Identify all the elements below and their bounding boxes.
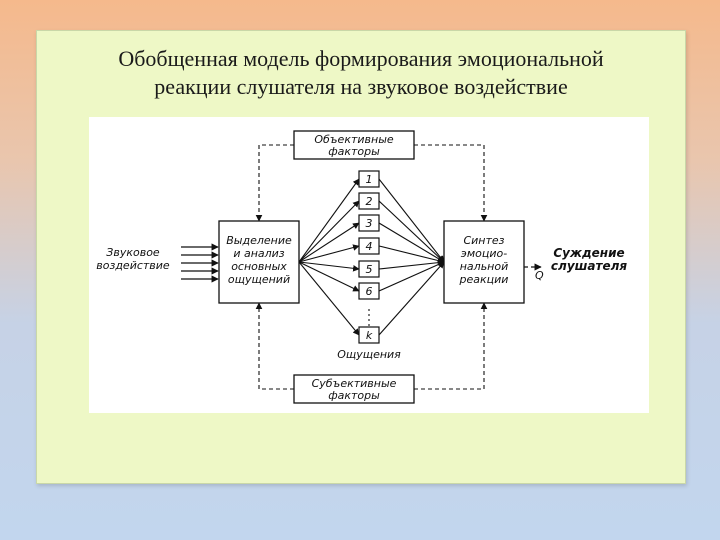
slide-title-line-2: реакции слушателя на звуковое воздействи… — [154, 74, 568, 99]
objective-factors-line-2: факторы — [328, 145, 380, 158]
input-label-line-1: Звуковое — [106, 246, 160, 259]
sensation-box — [358, 260, 380, 278]
dashed-feedback-lines — [255, 144, 488, 390]
synthesis-line-4: реакции — [459, 273, 509, 286]
slide-title-line-1: Обобщенная модель формирования эмоционал… — [118, 46, 604, 71]
fan-line-out — [378, 261, 445, 292]
analysis-line-1: Выделение — [226, 234, 292, 247]
fan-line-in — [298, 200, 360, 263]
analysis-line-4: ощущений — [228, 273, 290, 286]
output-label-line-1: Суждение — [553, 246, 624, 260]
subjective-factors-line-1: Субъективные — [312, 377, 397, 390]
slide-panel: Обобщенная модель формирования эмоционал… — [36, 30, 686, 484]
fan-line-in — [298, 244, 360, 263]
sensation-box — [358, 170, 380, 188]
sensation-label: 2 — [366, 195, 373, 208]
objective-factors-line-1: Объективные — [314, 133, 394, 146]
synthesis-line-1: Синтез — [463, 234, 504, 247]
sensation-box — [358, 237, 380, 255]
subjective-factors-line-2: факторы — [328, 389, 380, 402]
fan-line-out — [378, 222, 445, 263]
fan-line-out — [378, 259, 445, 270]
fan-line-in — [298, 261, 360, 272]
fan-line-in — [298, 261, 360, 336]
sensation-label: 1 — [366, 173, 373, 186]
sensation-boxes: 1 2 3 4 5 6 k — [358, 170, 380, 344]
output-symbol: Q — [535, 269, 544, 282]
input-label-line-2: воздействие — [96, 259, 170, 272]
analysis-line-3: основных — [231, 260, 287, 273]
fan-line-out — [378, 200, 445, 263]
diagram-frame: Объективные факторы Субъективные факторы… — [89, 117, 649, 413]
sensation-box — [358, 214, 380, 232]
fan-lines — [298, 178, 445, 336]
fan-line-out — [378, 245, 445, 264]
synthesis-line-3: нальной — [460, 260, 509, 273]
synthesis-line-2: эмоцио- — [461, 247, 507, 260]
fan-line-out — [378, 261, 445, 336]
slide-title: Обобщенная модель формирования эмоционал… — [37, 45, 685, 101]
sensation-box — [358, 282, 380, 300]
sensation-label: k — [366, 329, 373, 342]
sensation-box — [358, 326, 380, 344]
fan-line-in — [298, 178, 360, 263]
subjective-factors-box — [293, 374, 415, 404]
sensations-caption: Ощущения — [337, 348, 401, 361]
sensation-label: 3 — [366, 217, 373, 230]
block-diagram: Объективные факторы Субъективные факторы… — [96, 130, 627, 404]
sensation-box — [358, 192, 380, 210]
sensation-label: 6 — [366, 285, 373, 298]
fan-line-out — [378, 178, 445, 263]
sensation-label: 5 — [366, 263, 373, 276]
fan-line-in — [298, 261, 360, 292]
analysis-line-2: и анализ — [233, 247, 284, 260]
sensation-label: 4 — [366, 240, 373, 253]
fan-line-in — [298, 222, 360, 263]
analysis-box — [218, 220, 300, 304]
output-label-line-2: слушателя — [551, 259, 627, 273]
input-arrows — [181, 243, 219, 283]
